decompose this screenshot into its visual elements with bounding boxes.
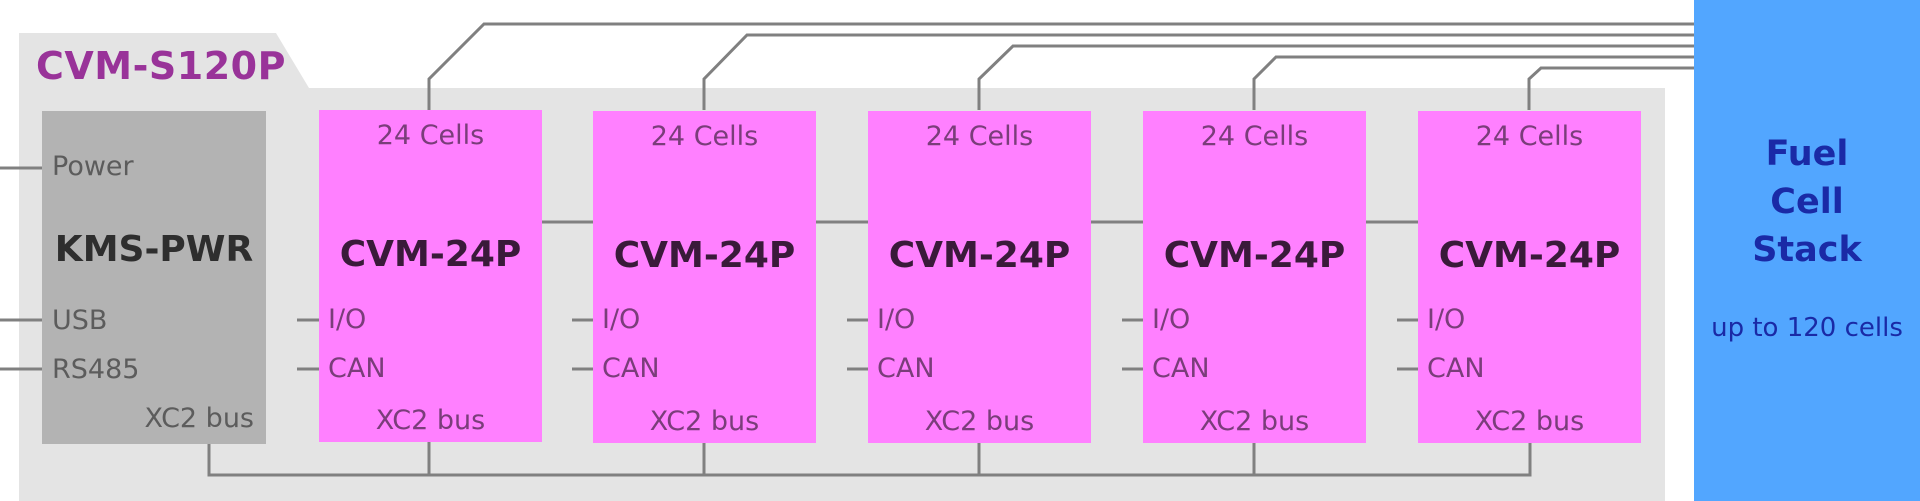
xc2-bus-label: XC2 bus bbox=[924, 406, 1035, 437]
cells-label: 24 Cells bbox=[376, 120, 485, 151]
rs485-port-label: RS485 bbox=[52, 354, 140, 385]
cvm-module-3: 24 Cells CVM-24P I/O CAN XC2 bus bbox=[868, 111, 1091, 443]
xc2-bus-label: XC2 bus bbox=[375, 405, 486, 436]
module-name: CVM-24P bbox=[339, 234, 522, 275]
io-port-label: I/O bbox=[328, 304, 367, 335]
xc2-bus-label: XC2 bus bbox=[144, 403, 254, 434]
cells-label: 24 Cells bbox=[1200, 121, 1309, 152]
cells-label: 24 Cells bbox=[650, 121, 759, 152]
cvm-module-1: 24 Cells CVM-24P I/O CAN XC2 bus bbox=[319, 110, 542, 442]
xc2-bus-label: XC2 bus bbox=[649, 406, 760, 437]
fuel-cell-stack: Fuel Cell Stack up to 120 cells bbox=[1694, 0, 1920, 501]
io-port-label: I/O bbox=[1152, 304, 1191, 335]
module-name: CVM-24P bbox=[1163, 235, 1346, 276]
cvm-module-5: 24 Cells CVM-24P I/O CAN XC2 bus bbox=[1418, 111, 1641, 443]
can-port-label: CAN bbox=[1427, 353, 1485, 384]
xc2-bus-label: XC2 bus bbox=[1199, 406, 1310, 437]
cells-label: 24 Cells bbox=[925, 121, 1034, 152]
cvm-module-2: 24 Cells CVM-24P I/O CAN XC2 bus bbox=[593, 111, 816, 443]
stack-title-line-1: Fuel bbox=[1765, 134, 1849, 174]
can-port-label: CAN bbox=[602, 353, 660, 384]
io-port-label: I/O bbox=[877, 304, 916, 335]
controller-name: KMS-PWR bbox=[54, 229, 254, 270]
power-port-label: Power bbox=[52, 151, 134, 182]
can-port-label: CAN bbox=[328, 353, 386, 384]
module-name: CVM-24P bbox=[1438, 235, 1621, 276]
cvm-module-4: 24 Cells CVM-24P I/O CAN XC2 bus bbox=[1143, 111, 1366, 443]
io-port-label: I/O bbox=[602, 304, 641, 335]
module-name: CVM-24P bbox=[613, 235, 796, 276]
can-port-label: CAN bbox=[1152, 353, 1210, 384]
xc2-bus-label: XC2 bus bbox=[1474, 406, 1585, 437]
io-port-label: I/O bbox=[1427, 304, 1466, 335]
stack-title: Fuel Cell Stack bbox=[1694, 130, 1920, 274]
cells-label: 24 Cells bbox=[1475, 121, 1584, 152]
stack-title-line-2: Cell bbox=[1770, 182, 1844, 222]
module-name: CVM-24P bbox=[888, 235, 1071, 276]
stack-subtitle: up to 120 cells bbox=[1711, 313, 1903, 343]
usb-port-label: USB bbox=[52, 305, 108, 336]
kms-pwr-controller: Power KMS-PWR USB RS485 XC2 bus bbox=[42, 111, 266, 444]
can-port-label: CAN bbox=[877, 353, 935, 384]
stack-title-line-3: Stack bbox=[1752, 230, 1862, 270]
panel-title: CVM-S120P bbox=[36, 44, 286, 88]
